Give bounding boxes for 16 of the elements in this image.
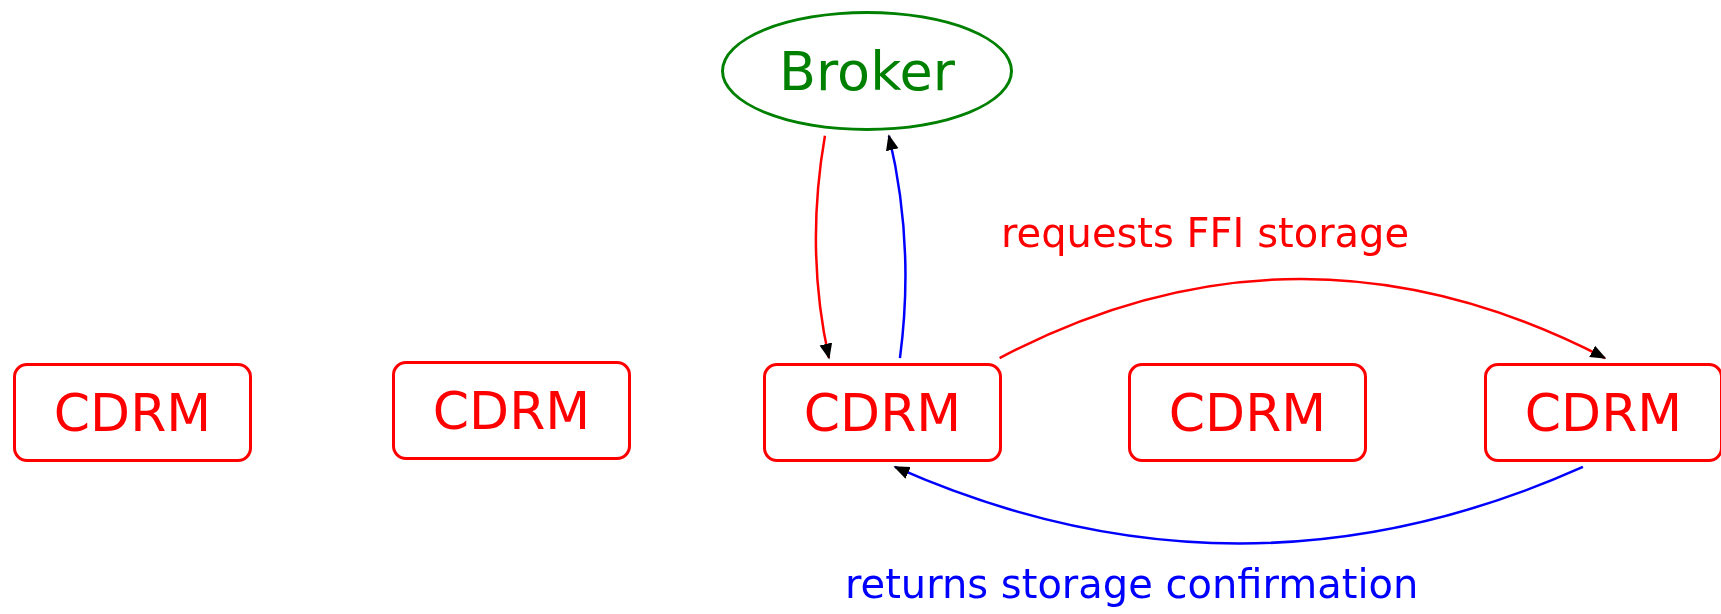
node-label: Broker xyxy=(779,39,955,103)
node-label: CDRM xyxy=(53,382,212,443)
rounded-box xyxy=(1128,363,1367,462)
curved-arrow xyxy=(999,277,1607,360)
rounded-box xyxy=(13,363,252,462)
curved-arrow xyxy=(893,465,1584,545)
rounded-box xyxy=(763,363,1002,462)
node-label: CDRM xyxy=(432,380,591,441)
node-label: CDRM xyxy=(1524,382,1683,443)
ellipse-node xyxy=(721,11,1013,131)
rounded-box xyxy=(1484,363,1721,462)
node-label: CDRM xyxy=(803,382,962,443)
rounded-box xyxy=(392,361,631,460)
curved-arrow xyxy=(885,134,907,359)
curved-arrow xyxy=(814,135,833,360)
node-label: CDRM xyxy=(1168,382,1327,443)
